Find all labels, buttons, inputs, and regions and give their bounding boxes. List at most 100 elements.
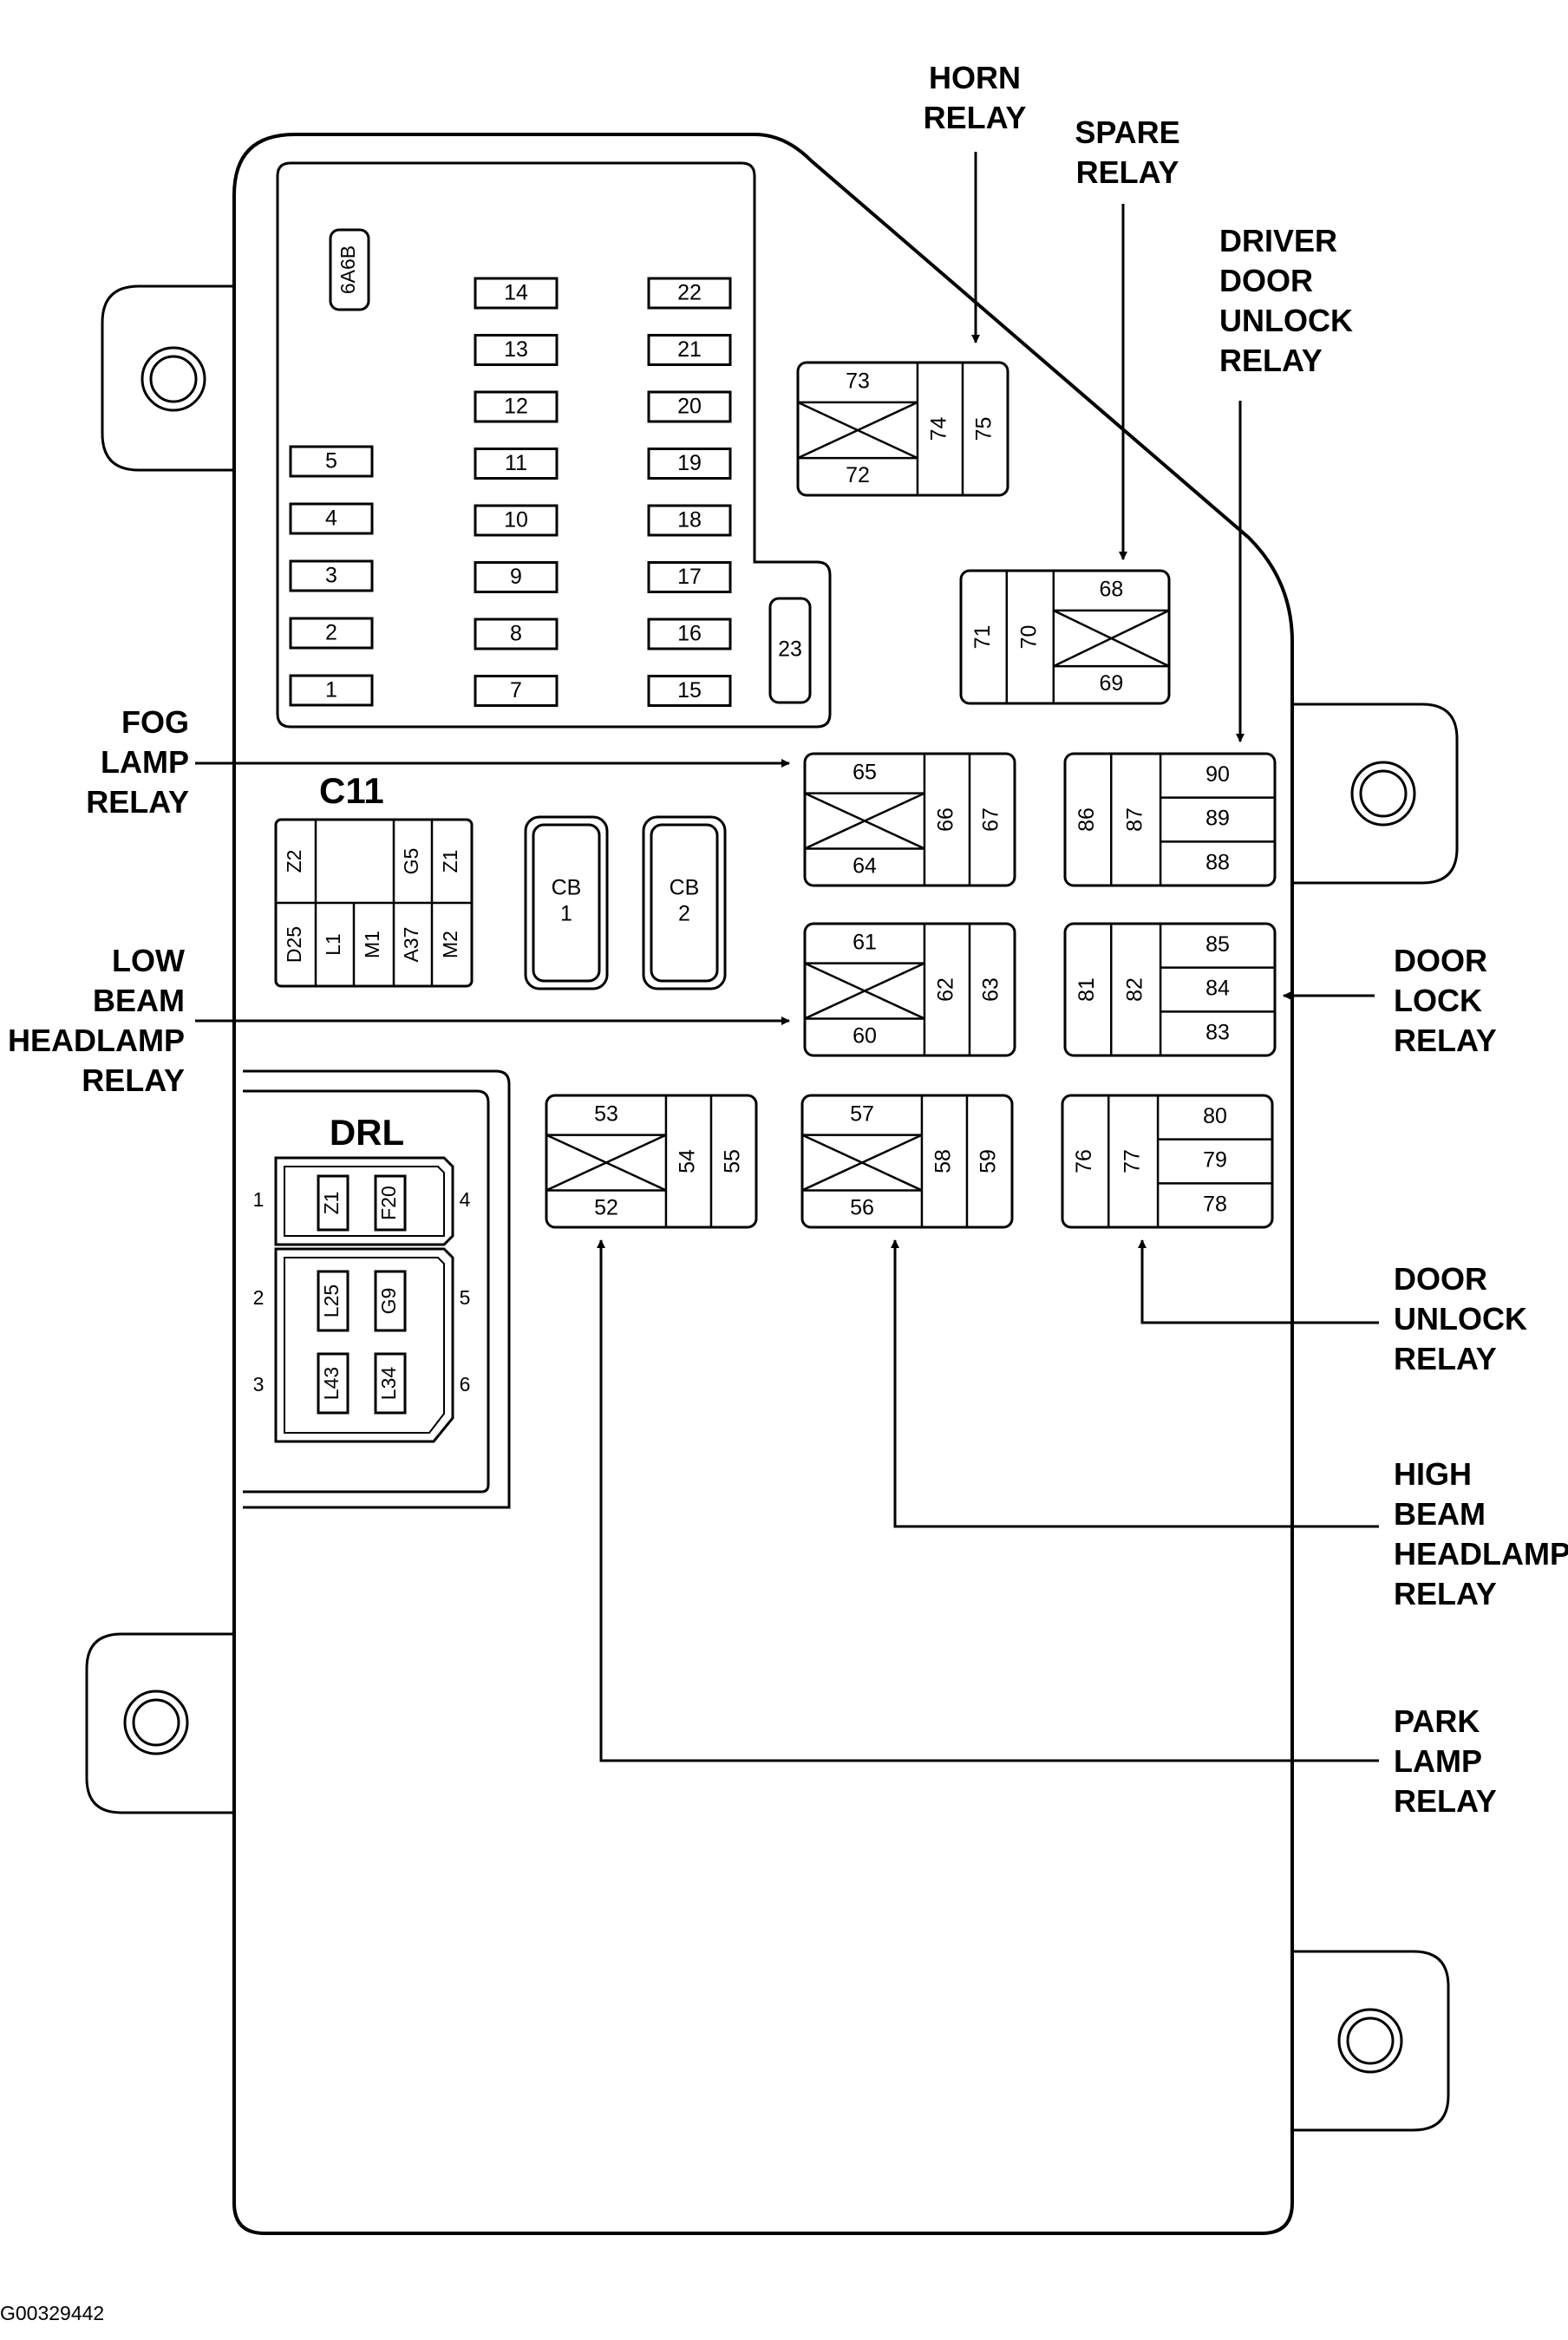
park-lamp-relay-label-line: RELAY [1394,1783,1497,1819]
drl-pin-5: 5 [460,1286,471,1309]
fuse-13[interactable] [474,334,559,366]
drl-slot-F20[interactable] [374,1174,407,1232]
c11-pin-M2: M2 [439,931,461,958]
fuse-10[interactable] [474,504,559,537]
drl-slot-L25[interactable] [317,1270,350,1332]
fuse-7-label: 7 [510,678,522,703]
fuse-21-label: 21 [677,337,702,362]
c11-pin-D25: D25 [283,926,305,963]
fuse-9[interactable] [474,561,559,593]
relay-pin-83: 83 [1205,1020,1230,1044]
door-lock-relay-body[interactable] [1063,922,1277,1057]
fuse-19[interactable] [647,448,732,480]
fuse-14[interactable] [474,277,559,310]
mounting-hole-icon [140,346,206,412]
fuse-19-label: 19 [677,451,702,475]
fuse-2[interactable] [289,617,374,650]
drl-slot-L43[interactable] [317,1352,350,1415]
fuse-23[interactable] [768,597,812,704]
fuse-20[interactable] [647,390,732,423]
fuse-7[interactable] [474,675,559,707]
relay-pin-75: 75 [972,417,996,441]
door-unlock-relay-body[interactable] [1061,1094,1274,1229]
fuse-10-label: 10 [504,508,528,533]
relay-pin-85: 85 [1205,932,1230,957]
c11-pin-L1: L1 [322,933,344,956]
driver-door-unlock-relay-body[interactable] [1063,752,1277,887]
fuse-5[interactable] [289,445,374,478]
relay-pin-70: 70 [1016,625,1041,650]
spare-relay-label-line: SPARE [1075,114,1179,150]
drl-slot-Z1[interactable] [317,1174,350,1232]
park-lamp-relay-arrow [597,1239,1379,1762]
circuit-breaker-1[interactable] [524,815,609,990]
relay-pin-80: 80 [1203,1104,1227,1128]
fuse-17-label: 17 [677,565,702,589]
high-beam-headlamp-relay-body[interactable] [800,1094,1014,1229]
relay-pin-78: 78 [1203,1192,1227,1216]
driver-door-unlock-relay-label-line: UNLOCK [1219,303,1353,338]
drl-bottom-frame [274,1247,454,1443]
horn-relay-label-line: HORN [929,60,1021,95]
fuse-22[interactable] [647,277,732,310]
drl-pin-2: 2 [253,1286,265,1309]
fuse-8[interactable] [474,618,559,650]
fuse-18[interactable] [647,504,732,537]
relay-cross [797,401,918,460]
fuse-21[interactable] [647,334,732,366]
relay-pin-81: 81 [1075,977,1099,1002]
horn-relay-body[interactable] [796,361,1009,497]
fuse-3[interactable] [289,559,374,592]
fuse-17[interactable] [647,561,732,593]
relay-cross [546,1134,667,1192]
drl-slot-L25-label: L25 [320,1284,343,1317]
fuse-11[interactable] [474,448,559,480]
fuse-15[interactable] [647,675,732,707]
park-lamp-relay-body[interactable] [545,1094,758,1229]
fuse-13-label: 13 [504,337,528,362]
mounting-holes [123,346,1416,2074]
relay-pin-74: 74 [927,417,951,441]
fuse-4[interactable] [289,502,374,535]
drl-pin-1: 1 [253,1188,265,1211]
fog-lamp-relay-body[interactable] [803,752,1016,887]
fuse-16[interactable] [647,618,732,650]
spare-relay-body[interactable] [959,569,1171,705]
fuse-12[interactable] [474,390,559,423]
drl-title: DRL [330,1112,404,1153]
low-beam-headlamp-relay-body[interactable] [803,922,1016,1057]
drl-slot-L34[interactable] [374,1352,407,1415]
low-beam-headlamp-relay-label-line: RELAY [82,1062,185,1098]
fuse-1[interactable] [289,674,374,707]
fog-lamp-relay-label-line: FOG [121,704,189,740]
drl-outer-outline [243,1069,511,1509]
relay-pin-65: 65 [853,760,877,784]
drl-pin-6: 6 [460,1373,471,1396]
drl-slot-G9[interactable] [374,1270,407,1332]
circuit-breaker-2[interactable] [642,815,727,990]
drl-slot-L34-label: L34 [377,1367,400,1401]
fuse-18-label: 18 [677,508,702,533]
relay-pin-54: 54 [676,1149,700,1173]
relay-pin-63: 63 [979,977,1003,1002]
relay-pin-71: 71 [970,625,995,650]
circuit-breaker-1-label: CB [552,876,582,900]
relay-pin-64: 64 [853,853,877,878]
relay-pin-61: 61 [853,930,877,954]
relay-pin-90: 90 [1205,762,1230,787]
